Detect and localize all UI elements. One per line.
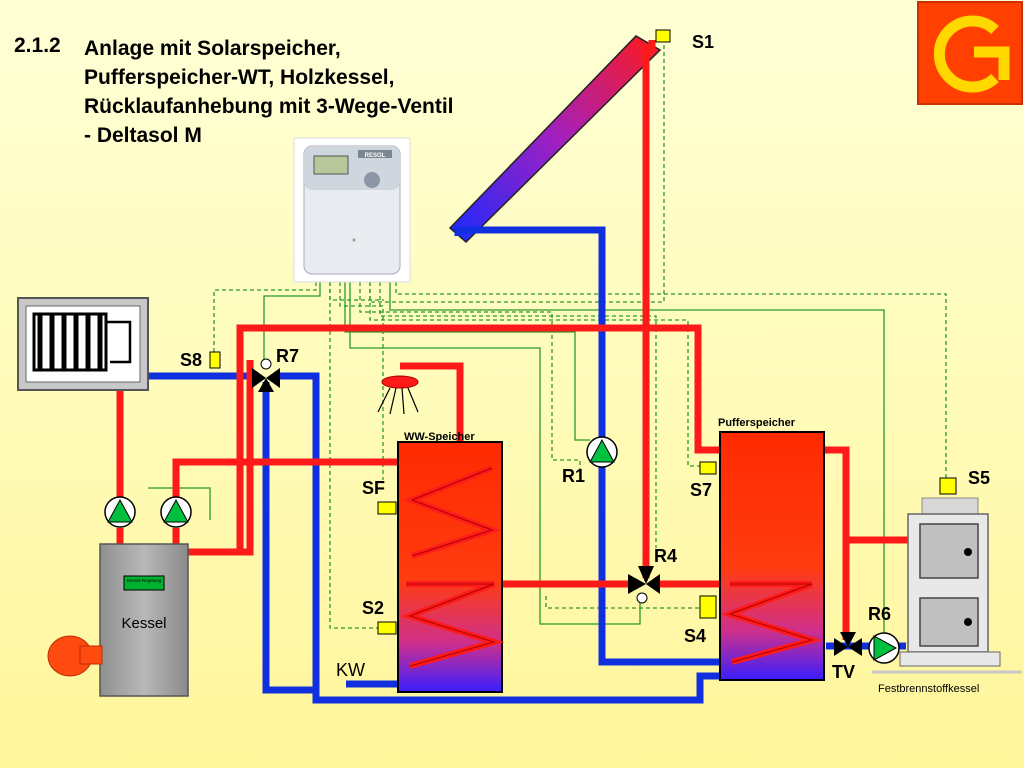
title-line-2: Pufferspeicher-WT, Holzkessel, [84, 66, 395, 89]
label-sf: SF [362, 478, 385, 498]
label-s5: S5 [968, 468, 990, 488]
valve-tv[interactable] [834, 632, 862, 656]
radiator [17, 297, 149, 391]
label-r7: R7 [276, 346, 299, 366]
pump-kessel-right[interactable] [160, 496, 192, 528]
pump-kessel-left[interactable] [104, 496, 136, 528]
label-pufferspeicher: Pufferspeicher [718, 417, 796, 429]
kessel-boiler: Kessel-Regelung [47, 543, 189, 697]
sensor-boxes [209, 29, 957, 635]
label-kessel: Kessel [121, 615, 166, 632]
title-line-3: Rücklaufanhebung mit 3-Wege-Ventil [84, 95, 454, 118]
label-r6: R6 [868, 604, 891, 624]
label-r4: R4 [654, 546, 677, 566]
section-number: 2.1.2 [14, 34, 61, 57]
label-s4: S4 [684, 626, 706, 646]
label-kw: KW [336, 660, 365, 680]
kessel-regelung-label: Kessel-Regelung [127, 578, 162, 583]
page-title: Anlage mit Solarspeicher, Pufferspeicher… [84, 34, 454, 150]
controller-deltasol[interactable]: RESOL [293, 137, 411, 283]
company-logo [917, 1, 1023, 105]
solar-collector [448, 35, 662, 244]
label-s8: S8 [180, 350, 202, 370]
label-r1: R1 [562, 466, 585, 486]
shower-icon [377, 375, 419, 415]
pufferspeicher-tank [719, 431, 825, 681]
title-line-1: Anlage mit Solarspeicher, [84, 37, 341, 60]
sensor-wires [213, 36, 947, 629]
label-s7: S7 [690, 480, 712, 500]
label-festbrennstoffkessel: Festbrennstoffkessel [878, 683, 979, 695]
label-s1: S1 [692, 32, 714, 52]
valve-r4[interactable] [628, 566, 660, 604]
label-tv: TV [832, 662, 855, 682]
valve-r7[interactable] [252, 358, 280, 392]
label-s2: S2 [362, 598, 384, 618]
pump-r1[interactable] [586, 436, 618, 468]
controller-brand: RESOL [365, 153, 386, 159]
ww-speicher-tank [397, 441, 505, 693]
title-line-4: - Deltasol M [84, 124, 202, 147]
label-ww-speicher: WW-Speicher [404, 431, 475, 443]
solid-fuel-boiler [872, 497, 1022, 674]
relay-wires [148, 282, 885, 636]
pump-r6[interactable] [868, 632, 900, 664]
